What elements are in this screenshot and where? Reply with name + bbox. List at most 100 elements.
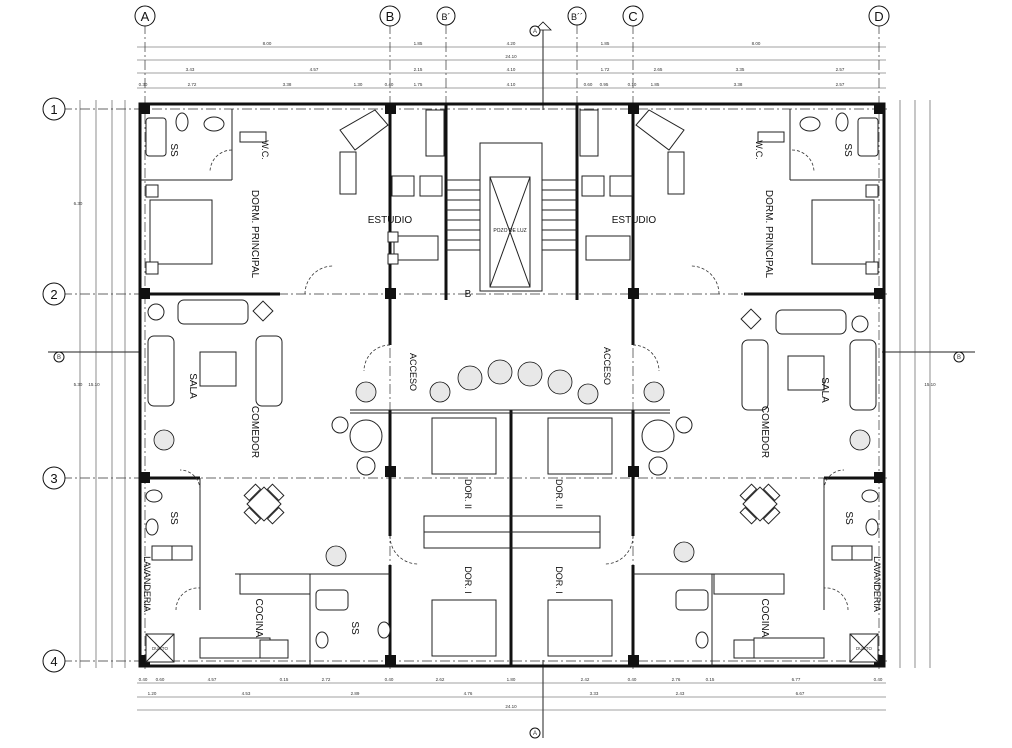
dim-top3-8: 0.95 — [600, 82, 609, 87]
dim-left-total: 15.10 — [88, 382, 100, 387]
dim-bot1-9: 0.40 — [628, 677, 637, 682]
dim-top2-0: 3.43 — [186, 67, 195, 72]
pozo-luz-label: POZO DE LUZ — [493, 228, 526, 234]
dim-bot1-1: 0.60 — [156, 677, 165, 682]
room-label-wc-right: W.C. — [754, 140, 764, 160]
room-label-estudio-left: ESTUDIO — [368, 215, 413, 226]
dim-top2-3: 4.10 — [507, 67, 516, 72]
grid-label-b1: B´ — [442, 12, 451, 22]
room-label-dor2-left: DOR. II — [463, 479, 473, 509]
dim-top2-1: 4.57 — [310, 67, 319, 72]
room-label-acceso-left: ACCESO — [408, 353, 418, 391]
dim-left-top: 6.30 — [74, 201, 83, 206]
dim-top3-0: 0.30 — [139, 82, 148, 87]
stair-treads-left — [446, 179, 480, 251]
dim-bot1-4: 2.72 — [322, 677, 331, 682]
grid-label-3: 3 — [50, 471, 57, 486]
dim-top1-3: 1.85 — [601, 41, 610, 46]
room-label-dor1-right: DOR. I — [554, 566, 564, 594]
dim-top2-5: 2.65 — [654, 67, 663, 72]
dim-top1-2: 4.20 — [507, 41, 516, 46]
room-label-sala-right: SALA — [819, 377, 830, 403]
room-label-dor2-right: DOR. II — [554, 479, 564, 509]
grid-label-d: D — [874, 9, 883, 24]
dim-top3-1: 2.72 — [188, 82, 197, 87]
dim-bot1-10: 2.76 — [672, 677, 681, 682]
room-label-comedor-right: COMEDOR — [759, 406, 770, 458]
staircase: POZO DE LUZ B — [446, 142, 577, 300]
grid-label-2: 2 — [50, 287, 57, 302]
grid-label-a: A — [141, 9, 150, 24]
section-markers: A A B B — [48, 21, 975, 739]
dim-bot1-12: 6.77 — [792, 677, 801, 682]
dim-bot2-6: 6.67 — [796, 691, 805, 696]
furniture-left: DUCTO — [145, 109, 445, 663]
room-label-wc-left: W.C. — [260, 140, 270, 160]
grid-label-4: 4 — [50, 654, 57, 669]
section-mark-right: B — [957, 355, 961, 361]
ducto-label-right: DUCTO — [856, 646, 872, 651]
room-label-dorm-principal-left: DORM. PRINCIPAL — [249, 190, 260, 279]
room-label-sala-left: SALA — [187, 373, 198, 399]
room-label-ss-top-right: SS — [842, 143, 853, 157]
room-label-ss-mid-right: SS — [843, 511, 854, 525]
dim-top3-10: 1.85 — [651, 82, 660, 87]
room-label-cocina-left: COCINA — [253, 599, 264, 638]
grid-axes: A B B´ B´´ C D 1 2 3 4 — [42, 5, 890, 673]
room-label-cocina-right: COCINA — [759, 599, 770, 638]
section-mark-top: A — [533, 29, 537, 35]
dim-bot1-3: 0.15 — [280, 677, 289, 682]
grid-label-c: C — [628, 9, 637, 24]
furniture-center — [331, 416, 693, 657]
dim-top3-4: 0.40 — [385, 82, 394, 87]
dim-top2-7: 2.57 — [836, 67, 845, 72]
dim-bot2-3: 4.76 — [464, 691, 473, 696]
dim-bot1-11: 0.15 — [706, 677, 715, 682]
dim-bot1-0: 0.40 — [139, 677, 148, 682]
dim-bottom-total: 24.10 — [505, 704, 517, 709]
dim-bot1-8: 2.42 — [581, 677, 590, 682]
grid-label-1: 1 — [50, 102, 57, 117]
dim-top1-0: 8.00 — [263, 41, 272, 46]
dim-top3-12: 2.57 — [836, 82, 845, 87]
dim-top3-11: 3.38 — [734, 82, 743, 87]
dim-bot2-0: 1.20 — [148, 691, 157, 696]
dim-bot2-5: 2.43 — [676, 691, 685, 696]
dim-bot1-2: 4.57 — [208, 677, 217, 682]
dim-top1-1: 1.85 — [414, 41, 423, 46]
dim-top3-7: 0.60 — [584, 82, 593, 87]
room-labels: SS W.C. DORM. PRINCIPAL ESTUDIO SALA COM… — [142, 140, 882, 638]
stair-label-b: B — [465, 289, 472, 300]
ducto-label-left: DUCTO — [152, 646, 168, 651]
dim-right-total: 15.10 — [924, 382, 936, 387]
dim-bot1-6: 2.62 — [436, 677, 445, 682]
doors — [175, 149, 849, 611]
room-label-dorm-principal-right: DORM. PRINCIPAL — [763, 190, 774, 279]
dimension-lines: 8.00 1.85 4.20 1.85 8.00 24.10 3.43 4.57… — [74, 41, 936, 711]
dim-top-total: 24.10 — [505, 54, 517, 59]
room-label-dor1-left: DOR. I — [463, 566, 473, 594]
dim-left-mid: 5.30 — [74, 382, 83, 387]
dim-top3-5: 1.75 — [414, 82, 423, 87]
section-mark-left: B — [57, 355, 61, 361]
furniture-right — [579, 109, 879, 663]
columns — [139, 103, 885, 666]
room-label-comedor-left: COMEDOR — [249, 406, 260, 458]
dim-top2-2: 2.15 — [414, 67, 423, 72]
grid-label-b: B — [386, 9, 395, 24]
stair-treads-right — [542, 179, 577, 251]
room-label-ss-top-left: SS — [168, 143, 179, 157]
dim-bot1-5: 0.40 — [385, 677, 394, 682]
dim-top3-2: 3.38 — [283, 82, 292, 87]
dim-top2-4: 1.72 — [601, 67, 610, 72]
dim-bot1-13: 0.40 — [874, 677, 883, 682]
plants — [153, 359, 871, 567]
room-label-acceso-right: ACCESO — [602, 347, 612, 385]
dim-bot2-1: 4.53 — [242, 691, 251, 696]
room-label-ss-bottom-left: SS — [349, 621, 360, 635]
section-mark-bottom: A — [533, 731, 537, 737]
dim-top2-6: 3.35 — [736, 67, 745, 72]
dim-bot1-7: 1.80 — [507, 677, 516, 682]
